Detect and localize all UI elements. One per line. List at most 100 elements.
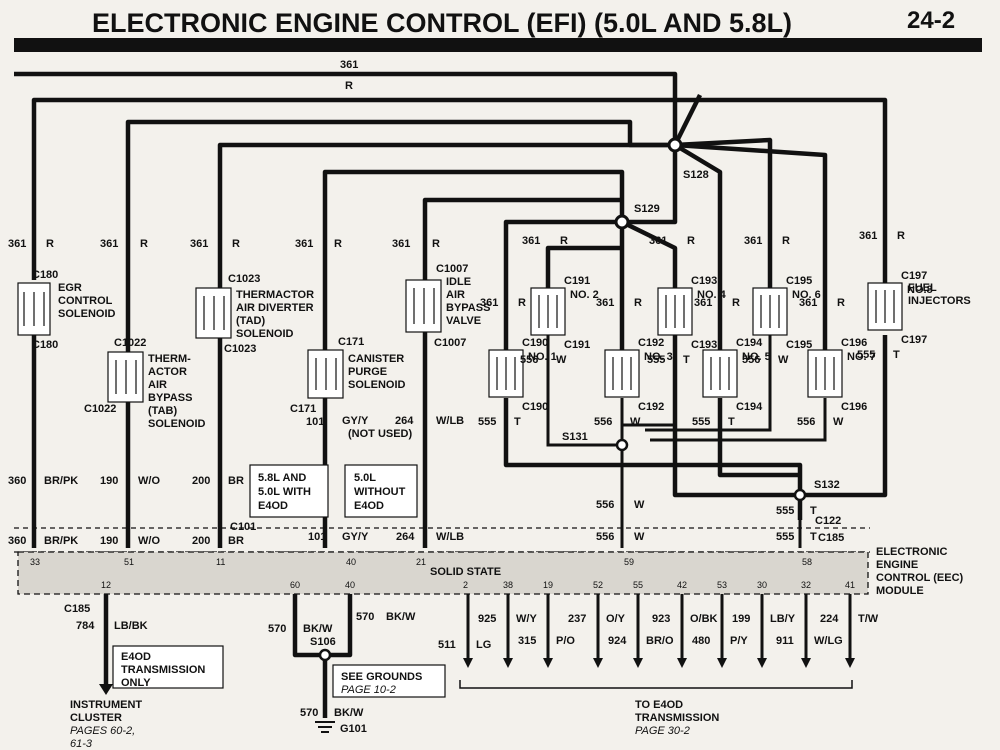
- pin-bottom-38: 38: [503, 580, 513, 590]
- svg-text:CONTROL (EEC): CONTROL (EEC): [876, 572, 964, 584]
- svg-text:R: R: [334, 238, 342, 250]
- svg-text:T: T: [810, 531, 817, 543]
- svg-text:911: 911: [776, 635, 794, 647]
- svg-text:555: 555: [478, 416, 496, 428]
- pin-top-33: 33: [30, 557, 40, 567]
- svg-text:C190: C190: [522, 401, 548, 413]
- svg-text:C193: C193: [691, 339, 717, 351]
- svg-text:237: 237: [568, 613, 586, 625]
- svg-text:C190: C190: [522, 337, 548, 349]
- svg-text:556: 556: [594, 416, 612, 428]
- pin-bottom-42: 42: [677, 580, 687, 590]
- svg-text:C191: C191: [564, 339, 590, 351]
- pin-top-21: 21: [416, 557, 426, 567]
- svg-text:C1022: C1022: [114, 337, 146, 349]
- svg-text:CONTROL: CONTROL: [58, 295, 113, 307]
- svg-text:R: R: [782, 235, 790, 247]
- svg-text:555: 555: [857, 349, 875, 361]
- svg-text:264: 264: [395, 415, 414, 427]
- tad-solenoid: C1023 C1023 THERMACTOR AIR DIVERTER (TAD…: [190, 238, 314, 355]
- svg-text:NO. 6: NO. 6: [792, 289, 821, 301]
- svg-text:W: W: [833, 416, 844, 428]
- output-wire-224: 224 T/W: [820, 594, 879, 668]
- egr-solenoid: C180 C180 EGR CONTROL SOLENOID 361 R: [8, 238, 116, 351]
- fuel-injectors-label-1: FUEL: [908, 282, 937, 294]
- svg-text:925: 925: [478, 613, 496, 625]
- svg-text:5.0L: 5.0L: [354, 472, 376, 484]
- svg-text:O/BK: O/BK: [690, 613, 718, 625]
- svg-text:199: 199: [732, 613, 750, 625]
- svg-text:C197: C197: [901, 270, 927, 282]
- svg-text:511: 511: [438, 639, 456, 651]
- svg-text:C171: C171: [290, 403, 316, 415]
- splice-s128: [667, 137, 683, 153]
- svg-text:BK/W: BK/W: [303, 623, 333, 635]
- pin-bottom-40: 40: [345, 580, 355, 590]
- svg-text:200: 200: [192, 475, 210, 487]
- svg-text:TRANSMISSION: TRANSMISSION: [635, 712, 719, 724]
- svg-text:(TAB): (TAB): [148, 405, 177, 417]
- svg-text:P/Y: P/Y: [730, 635, 748, 647]
- svg-text:224: 224: [820, 613, 839, 625]
- top-wire-color: R: [345, 80, 353, 92]
- svg-text:315: 315: [518, 635, 536, 647]
- svg-text:555: 555: [776, 505, 794, 517]
- svg-text:361: 361: [8, 238, 26, 250]
- svg-text:570: 570: [268, 623, 286, 635]
- svg-text:T: T: [514, 416, 521, 428]
- svg-text:101: 101: [308, 531, 326, 543]
- splice-s131-label: S131: [562, 431, 588, 443]
- svg-text:361: 361: [522, 235, 540, 247]
- svg-text:5.8L AND: 5.8L AND: [258, 472, 306, 484]
- splice-s131: [615, 438, 629, 452]
- svg-text:NO. 3: NO. 3: [644, 351, 673, 363]
- svg-text:T/W: T/W: [858, 613, 879, 625]
- svg-text:(NOT USED): (NOT USED): [348, 428, 413, 440]
- svg-text:W/LB: W/LB: [436, 531, 464, 543]
- fuel-injectors-label-2: INJECTORS: [908, 295, 971, 307]
- title-rule: [14, 38, 982, 52]
- pin-bottom-52: 52: [593, 580, 603, 590]
- tab-solenoid: C1022 C1022 THERM- ACTOR AIR BYPASS (TAB…: [84, 238, 206, 430]
- svg-text:BR/PK: BR/PK: [44, 535, 78, 547]
- svg-text:R: R: [46, 238, 54, 250]
- pin-top-51: 51: [124, 557, 134, 567]
- svg-text:190: 190: [100, 475, 118, 487]
- svg-text:SOLENOID: SOLENOID: [348, 379, 406, 391]
- pin-top-11: 11: [216, 557, 225, 567]
- svg-text:CLUSTER: CLUSTER: [70, 712, 122, 724]
- variant-box-without-e4od: 5.0L WITHOUT E4OD: [344, 464, 418, 518]
- svg-text:SOLENOID: SOLENOID: [236, 328, 294, 340]
- svg-text:W/O: W/O: [138, 475, 160, 487]
- svg-text:C196: C196: [841, 337, 867, 349]
- svg-text:BR: BR: [228, 535, 244, 547]
- svg-text:C180: C180: [32, 269, 58, 281]
- svg-text:361: 361: [295, 238, 313, 250]
- svg-text:361: 361: [480, 297, 498, 309]
- svg-text:R: R: [687, 235, 695, 247]
- pin-bottom-55: 55: [633, 580, 643, 590]
- svg-text:THERM-: THERM-: [148, 353, 191, 365]
- svg-text:C192: C192: [638, 401, 664, 413]
- svg-text:E4OD: E4OD: [258, 500, 288, 512]
- svg-text:BYPASS: BYPASS: [446, 302, 490, 314]
- svg-text:101: 101: [306, 416, 324, 428]
- svg-text:555: 555: [647, 354, 665, 366]
- svg-text:NO. 1: NO. 1: [528, 351, 557, 363]
- power-feed-wires: [14, 71, 888, 352]
- svg-text:AIR: AIR: [446, 289, 465, 301]
- svg-text:C1007: C1007: [436, 263, 468, 275]
- svg-text:190: 190: [100, 535, 118, 547]
- splice-s132-label: S132: [814, 479, 840, 491]
- svg-text:CANISTER: CANISTER: [348, 353, 404, 365]
- svg-text:C192: C192: [638, 337, 664, 349]
- svg-text:570: 570: [356, 611, 374, 623]
